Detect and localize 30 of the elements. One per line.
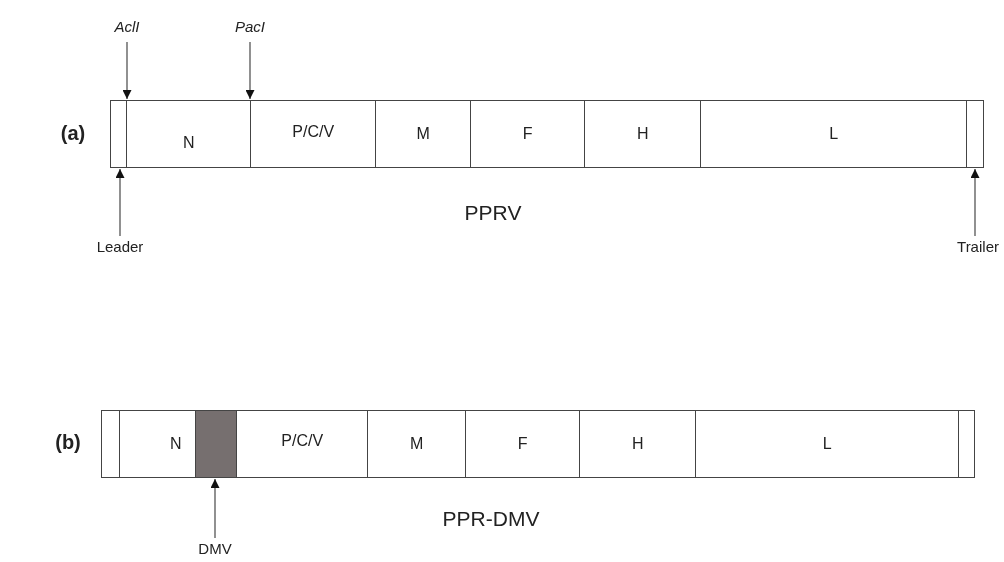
gene-segment: N: [119, 410, 197, 478]
region-label: Leader: [96, 238, 144, 256]
gene-segment: N: [126, 100, 252, 168]
gene-segment: M: [375, 100, 472, 168]
construct-name: PPR-DMV: [442, 506, 540, 532]
dmv-insert-segment: [195, 410, 238, 478]
leader-arrow: [245, 41, 255, 100]
terminal-segment: [101, 410, 121, 478]
panel-label: (b): [55, 430, 81, 454]
terminal-segment: [958, 410, 975, 478]
region-label: Trailer: [957, 238, 999, 256]
leader-arrow: [210, 478, 220, 539]
gene-segment: H: [579, 410, 697, 478]
gene-segment: F: [465, 410, 581, 478]
gene-segment: L: [700, 100, 968, 168]
restriction-site-label: AclI: [114, 18, 140, 36]
leader-arrow: [122, 41, 132, 100]
restriction-site-label: PacI: [235, 18, 265, 36]
leader-arrow: [115, 168, 125, 237]
panel-label: (a): [60, 121, 86, 145]
gene-segment: P/C/V: [250, 100, 377, 168]
terminal-segment: [966, 100, 984, 168]
leader-arrow: [970, 168, 980, 237]
construct-name: PPRV: [464, 200, 522, 226]
region-label: DMV: [198, 540, 232, 558]
gene-segment: H: [584, 100, 702, 168]
gene-segment: M: [367, 410, 467, 478]
gene-segment: F: [470, 100, 586, 168]
gene-segment: P/C/V: [236, 410, 369, 478]
gene-segment: L: [695, 410, 960, 478]
